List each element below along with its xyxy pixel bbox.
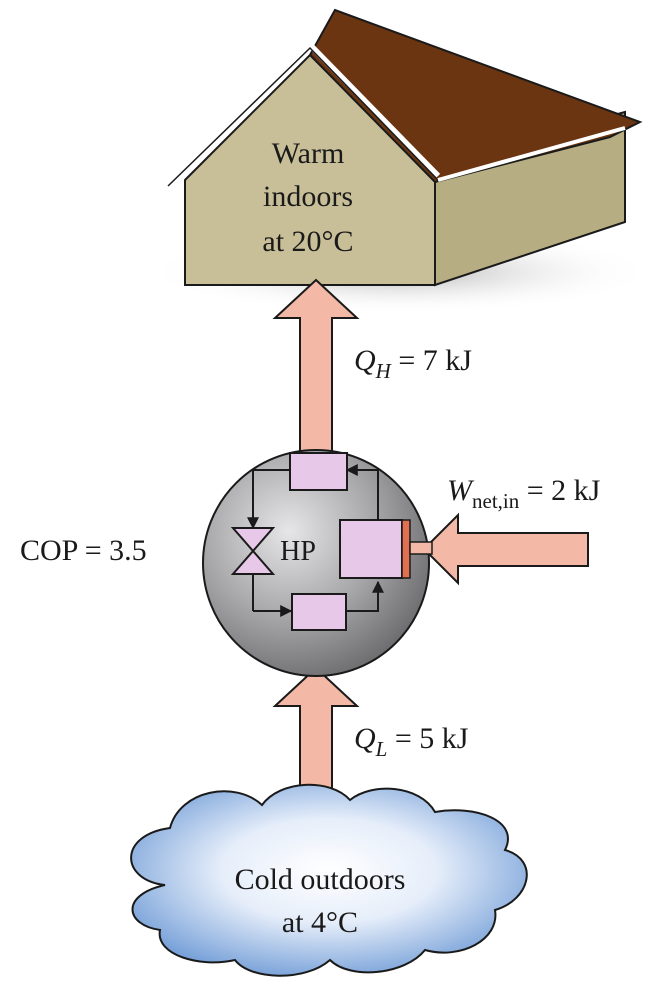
house-roof-edge-outline	[167, 46, 439, 187]
heat-pump: HP	[202, 449, 433, 677]
compressor-piston	[401, 519, 411, 579]
house-roof-ridge-trim	[437, 126, 626, 182]
compressor-box	[339, 519, 403, 579]
loop-right-upper	[345, 464, 379, 520]
cloud-shape	[130, 783, 528, 977]
evaporator-box	[291, 593, 347, 631]
condenser-box	[289, 452, 348, 491]
q-high-subscript: H	[375, 359, 393, 383]
expansion-valve-icon	[230, 527, 276, 575]
loop-bottom-right	[346, 580, 384, 612]
cop-label: COP = 3.5	[20, 534, 147, 567]
refrigerant-loop	[247, 464, 384, 617]
heat-pump-label: HP	[280, 536, 316, 567]
q-low-label: QL = 5 kJ	[354, 722, 469, 761]
q-low-subscript: L	[375, 737, 388, 761]
q-low-symbol: Q	[354, 722, 376, 755]
house-roof-edge	[165, 40, 441, 186]
cloud-label-line1: Cold outdoors	[235, 863, 406, 896]
q-high-value: = 7 kJ	[391, 344, 472, 377]
q-high-arrow	[272, 278, 360, 459]
work-in-subscript: net,in	[472, 489, 520, 513]
compressor-rod	[409, 541, 433, 555]
work-in-value: = 2 kJ	[519, 474, 600, 507]
work-in-label: Wnet,in = 2 kJ	[447, 474, 601, 513]
cold-outdoors-cloud: Cold outdoors at 4°C	[130, 783, 528, 977]
q-high-symbol: Q	[354, 344, 376, 377]
house-label-line3: at 20°C	[262, 225, 353, 258]
house-label-line1: Warm	[272, 137, 345, 170]
work-in-arrow	[422, 512, 589, 586]
cloud-label-line2: at 4°C	[282, 906, 358, 939]
q-high-label: QH = 7 kJ	[354, 344, 472, 383]
q-low-value: = 5 kJ	[387, 722, 468, 755]
work-in-symbol: W	[447, 474, 475, 507]
heat-pump-sphere	[202, 449, 430, 677]
house-label-line2: indoors	[263, 180, 353, 213]
house: Warm indoors at 20°C	[145, 8, 655, 314]
loop-top-left	[247, 469, 290, 530]
house-front-wall	[184, 53, 436, 286]
